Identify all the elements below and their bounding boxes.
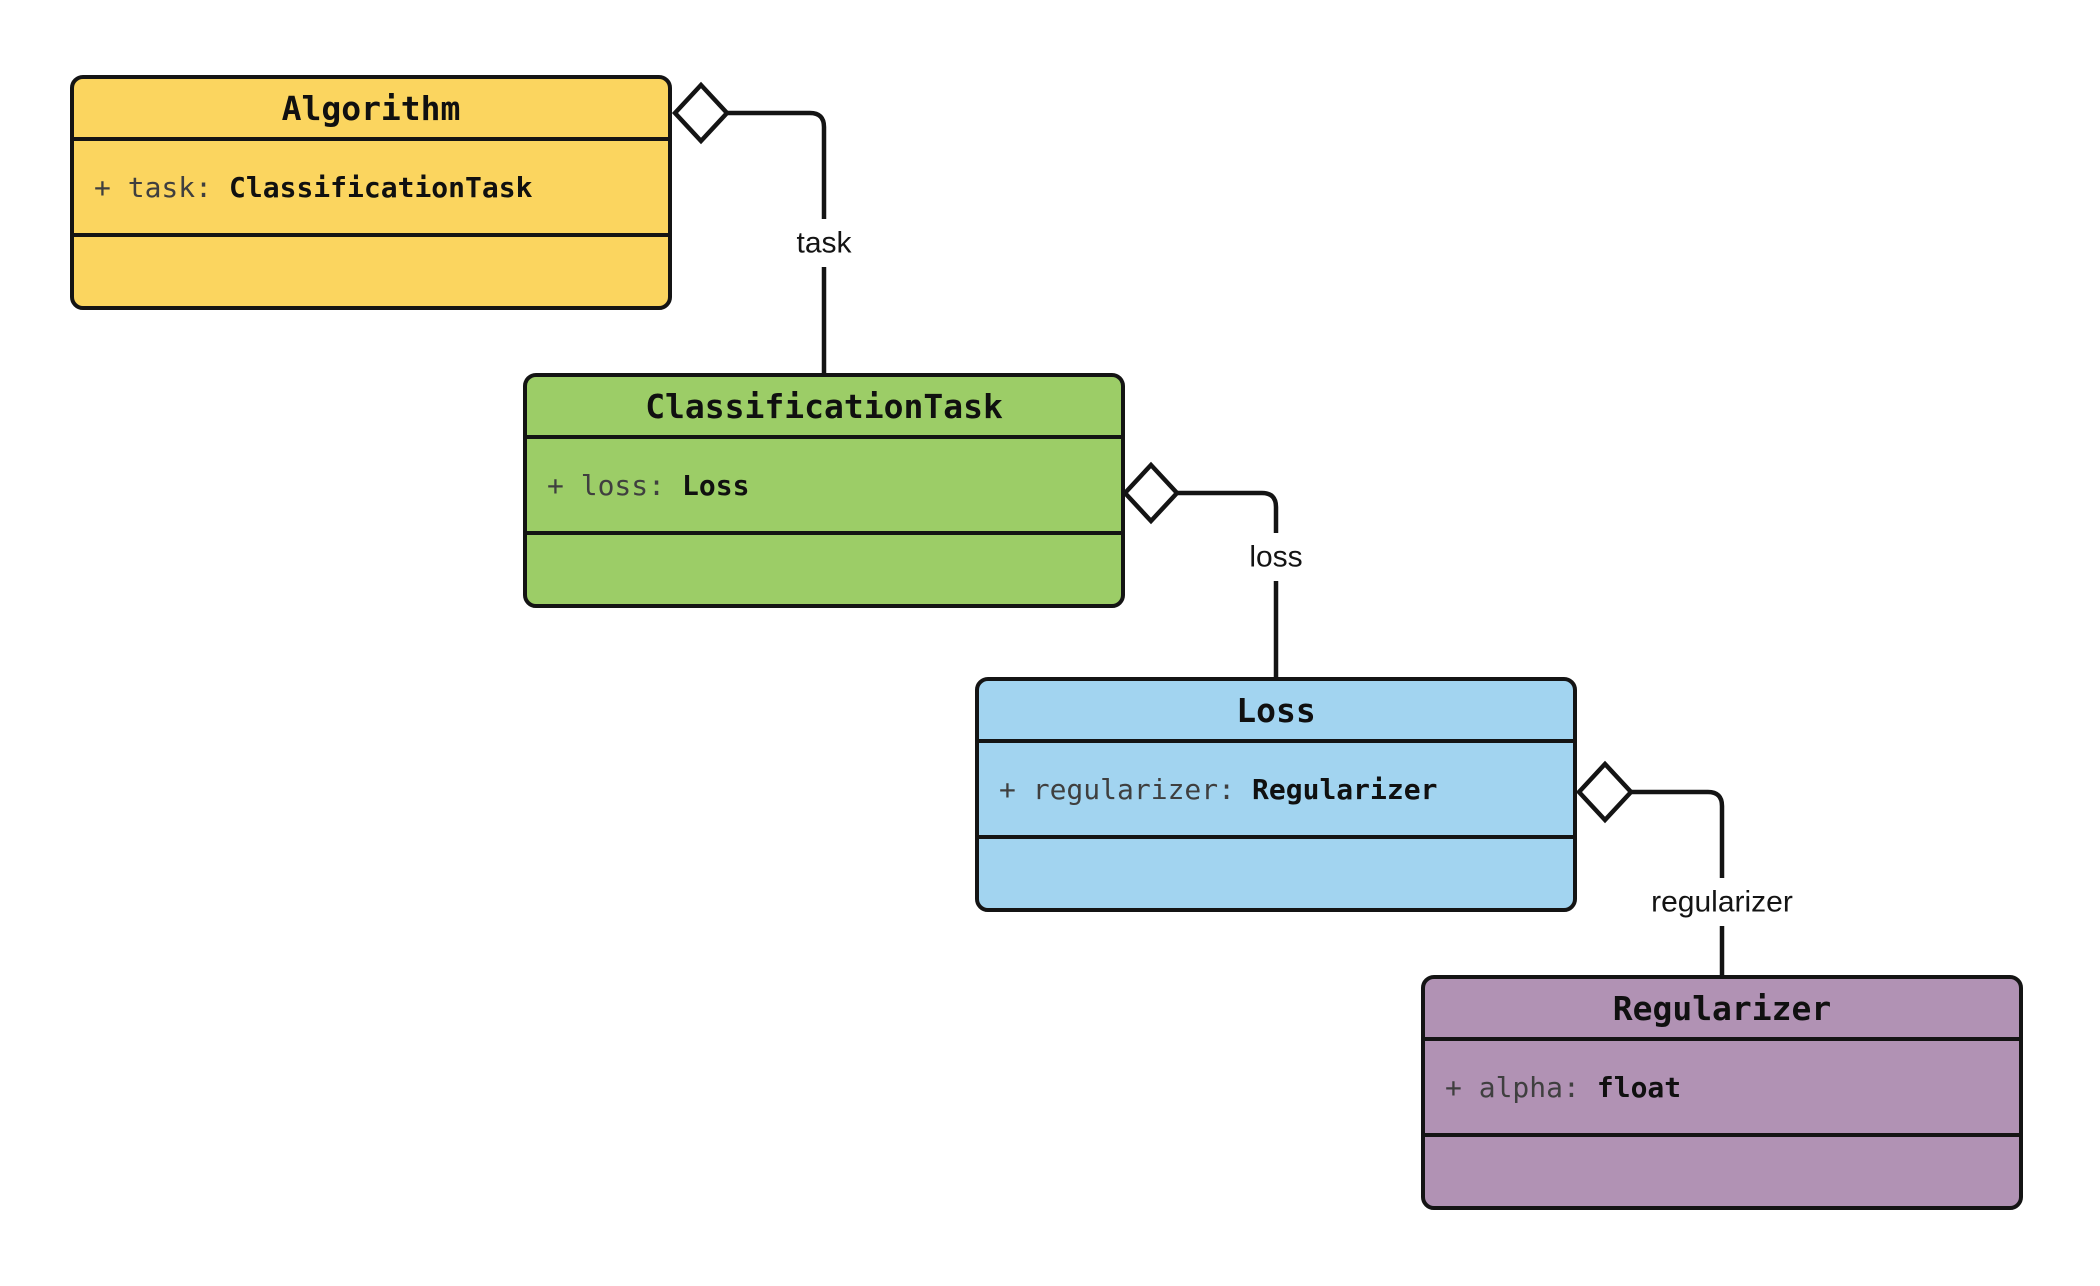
attribute-name: + regularizer: <box>999 772 1236 806</box>
aggregation-diamond-icon <box>1575 760 1635 824</box>
class-attributes-regularizer: + alpha: float <box>1425 1041 2019 1137</box>
class-box-regularizer: Regularizer + alpha: float <box>1421 975 2023 1210</box>
class-attributes-loss: + regularizer: Regularizer <box>979 743 1573 839</box>
class-box-loss: Loss + regularizer: Regularizer <box>975 677 1577 912</box>
edge-label-background <box>786 219 862 267</box>
aggregation-diamond-icon <box>671 81 731 145</box>
edge-classificationtask-loss: loss <box>1121 461 1318 677</box>
class-methods-empty <box>979 839 1573 908</box>
attribute-name: + loss: <box>547 468 666 502</box>
edge-label-task: task <box>796 227 852 260</box>
edge-loss-regularizer: regularizer <box>1575 760 1816 975</box>
class-attributes-algorithm: + task: ClassificationTask <box>74 141 668 237</box>
class-methods-empty <box>527 535 1121 604</box>
attribute-name: + task: <box>94 170 213 204</box>
class-methods-empty <box>74 237 668 306</box>
aggregation-diamond-icon <box>1121 461 1181 525</box>
edge-line <box>1177 490 1279 677</box>
edge-algorithm-classificationtask: task <box>671 81 862 373</box>
edge-label-regularizer: regularizer <box>1651 886 1793 919</box>
attribute-type: ClassificationTask <box>229 170 533 204</box>
class-box-algorithm: Algorithm + task: ClassificationTask <box>70 75 672 310</box>
attribute-type: Loss <box>682 468 750 502</box>
class-methods-empty <box>1425 1137 2019 1206</box>
attribute-type: float <box>1596 1070 1682 1104</box>
attribute-type: Regularizer <box>1252 772 1438 806</box>
edge-label-loss: loss <box>1249 541 1302 574</box>
attribute-name: + alpha: <box>1445 1070 1580 1104</box>
class-box-classificationtask: ClassificationTask + loss: Loss <box>523 373 1125 608</box>
edge-label-background <box>1628 878 1816 926</box>
edge-label-background <box>1234 533 1318 581</box>
class-title-regularizer: Regularizer <box>1425 979 2019 1041</box>
class-title-loss: Loss <box>979 681 1573 743</box>
class-title-classificationtask: ClassificationTask <box>527 377 1121 439</box>
class-title-algorithm: Algorithm <box>74 79 668 141</box>
edge-line <box>727 110 827 373</box>
class-attributes-classificationtask: + loss: Loss <box>527 439 1121 535</box>
edge-line <box>1631 789 1725 975</box>
